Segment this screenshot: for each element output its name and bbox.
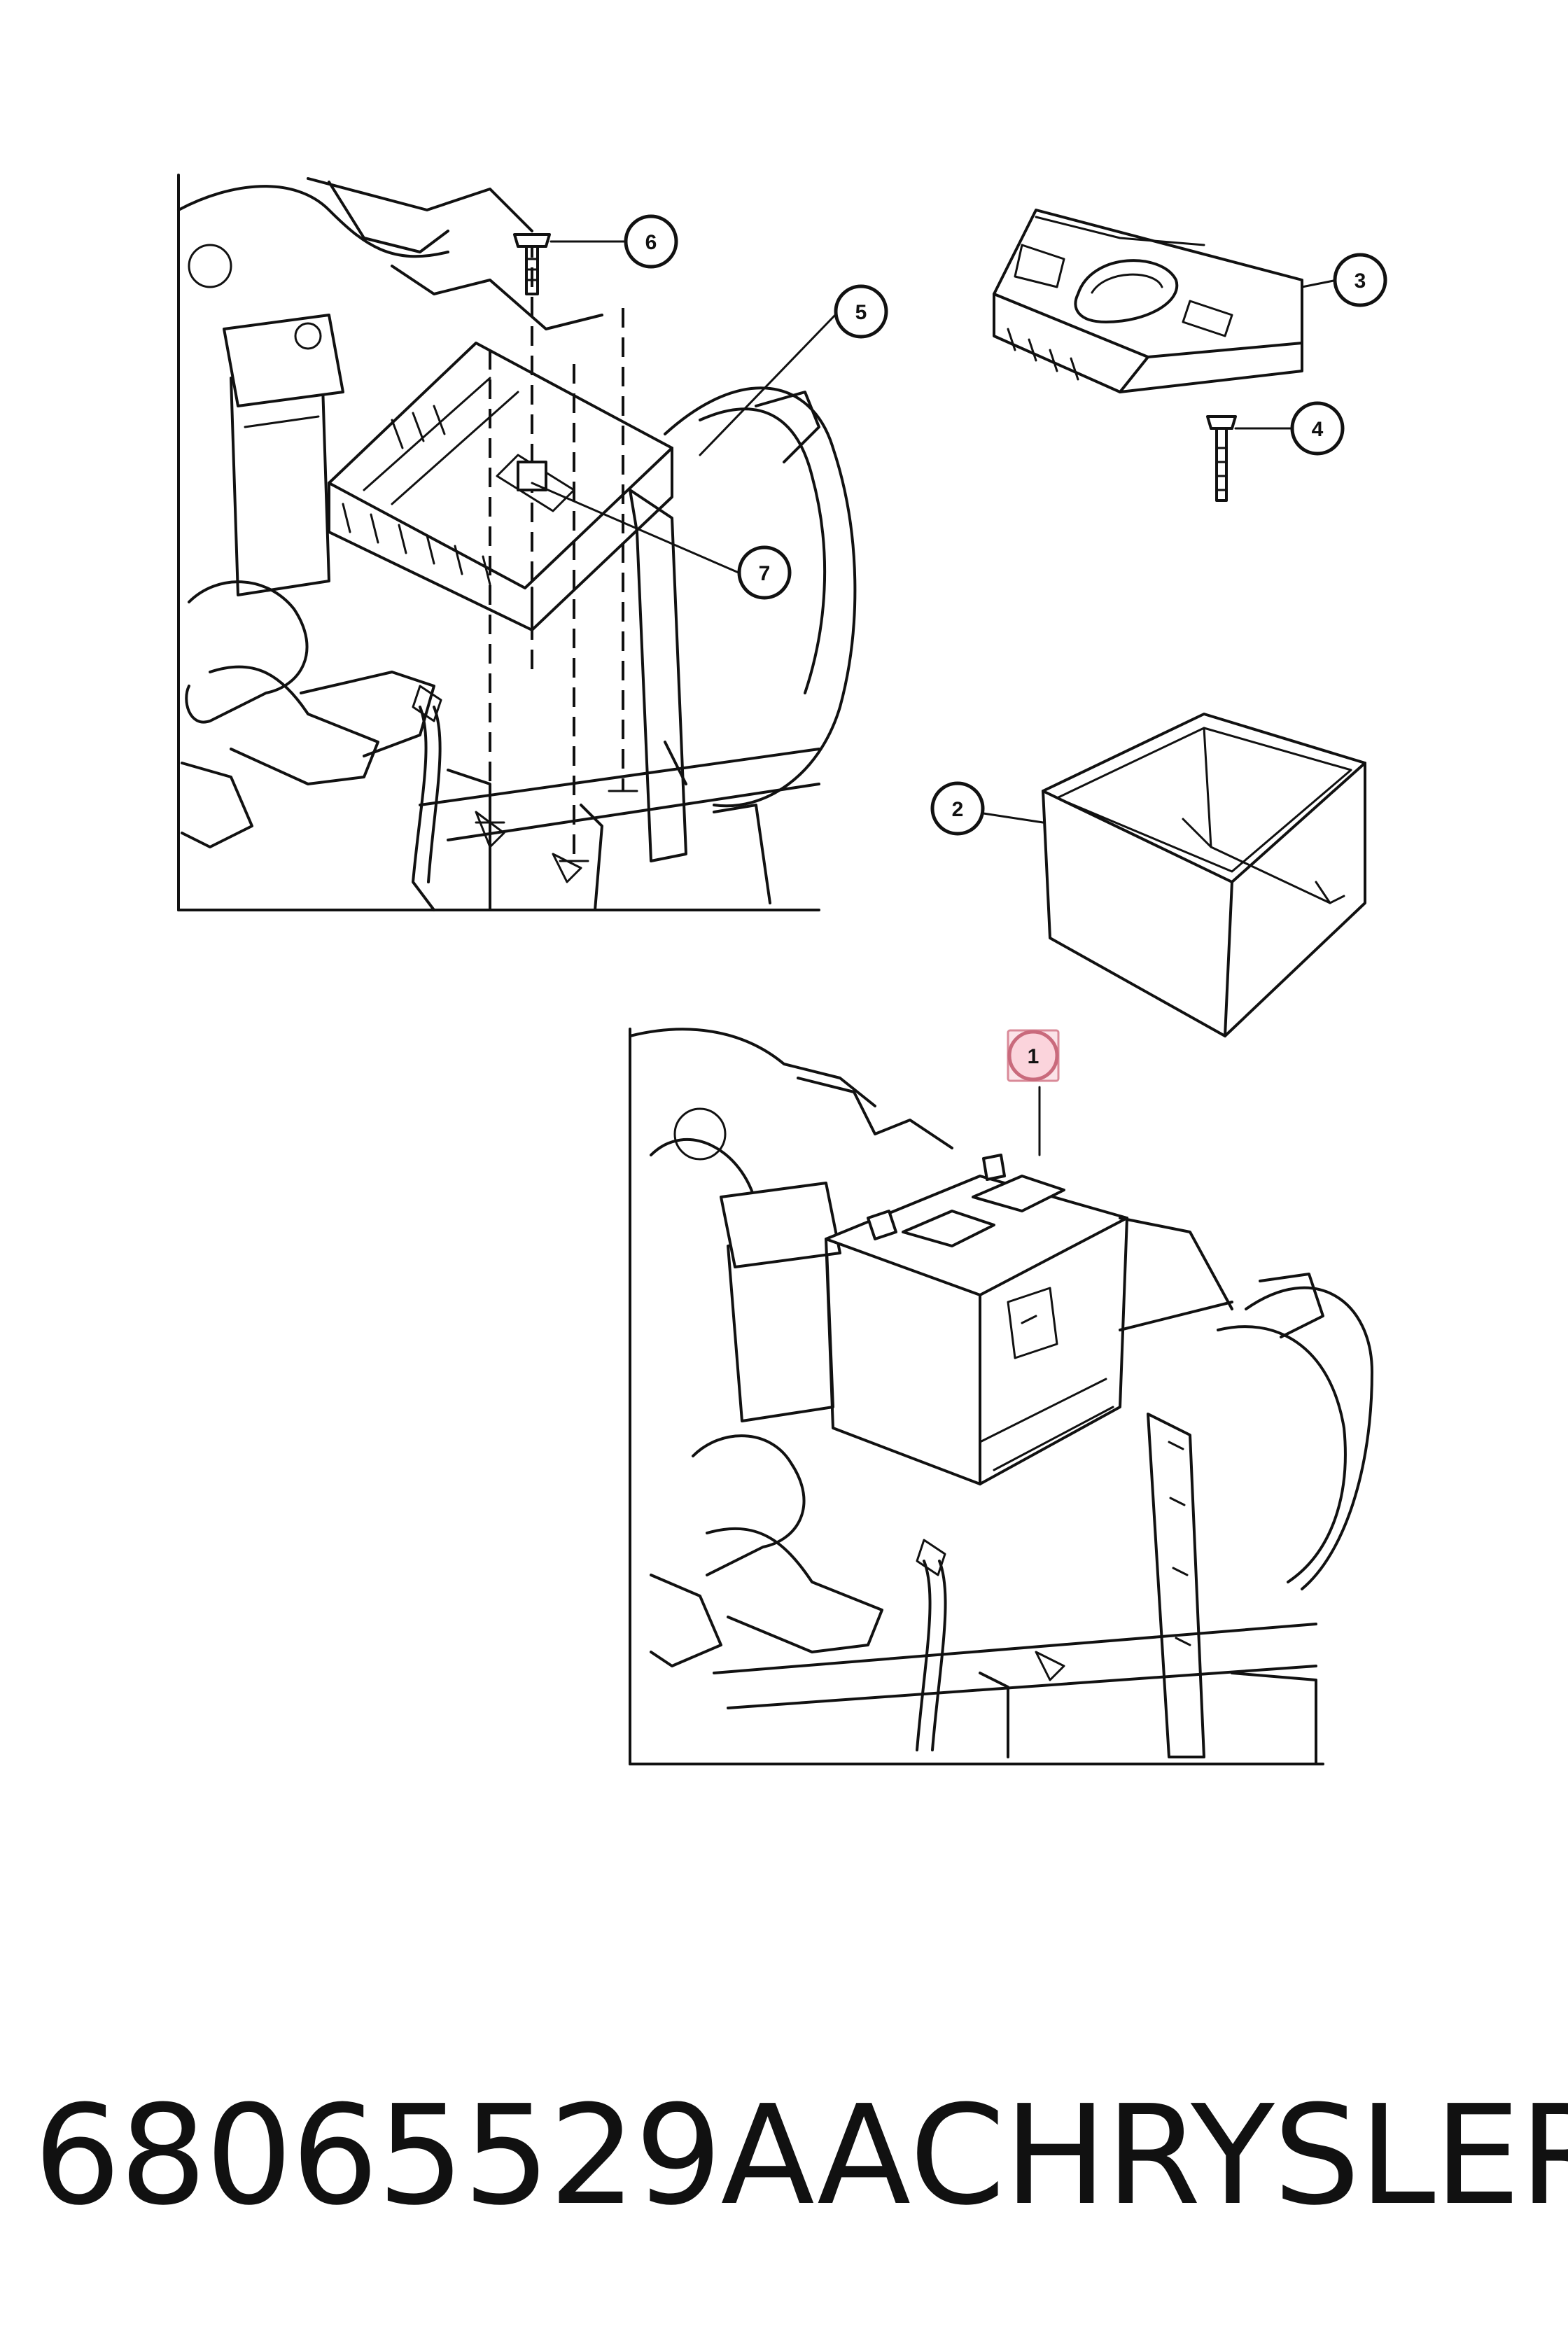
- battery-tray-installing: [328, 342, 673, 631]
- callout-6: 6: [624, 214, 678, 269]
- callout-5: 5: [834, 284, 888, 339]
- callout-2-label: 2: [952, 798, 964, 821]
- callout-6-label: 6: [645, 231, 657, 254]
- callout-5-label: 5: [855, 301, 867, 324]
- callout-7-label: 7: [759, 562, 771, 585]
- engine-bay-tray-view: [177, 174, 857, 911]
- battery-part-1: [825, 1154, 1128, 1485]
- brand-name: CHRYSLER: [909, 2076, 1568, 2236]
- part-number: 68065529AA: [34, 2076, 911, 2236]
- parts-diagram: 6 5 7 3 4 2 1: [177, 174, 1387, 1765]
- callout-4-label: 4: [1312, 418, 1324, 441]
- battery-box-part-2: [1042, 713, 1366, 1037]
- callout-1-label: 1: [1028, 1045, 1040, 1068]
- battery-support-part-3: [993, 209, 1303, 393]
- callout-4: 4: [1290, 401, 1345, 456]
- part-footer: 68065529AA CHRYSLER: [0, 2072, 1568, 2240]
- bolt-part-4: [1206, 415, 1237, 502]
- callout-3-label: 3: [1354, 270, 1366, 293]
- callout-2: 2: [930, 781, 985, 836]
- callout-3: 3: [1333, 253, 1387, 307]
- callout-leaders: [531, 240, 1338, 1156]
- callout-1-highlighted[interactable]: 1: [1007, 1029, 1060, 1082]
- bolt-part-6: [513, 233, 551, 295]
- callout-7: 7: [737, 545, 792, 600]
- engine-bay-battery-view: [629, 1028, 1373, 1765]
